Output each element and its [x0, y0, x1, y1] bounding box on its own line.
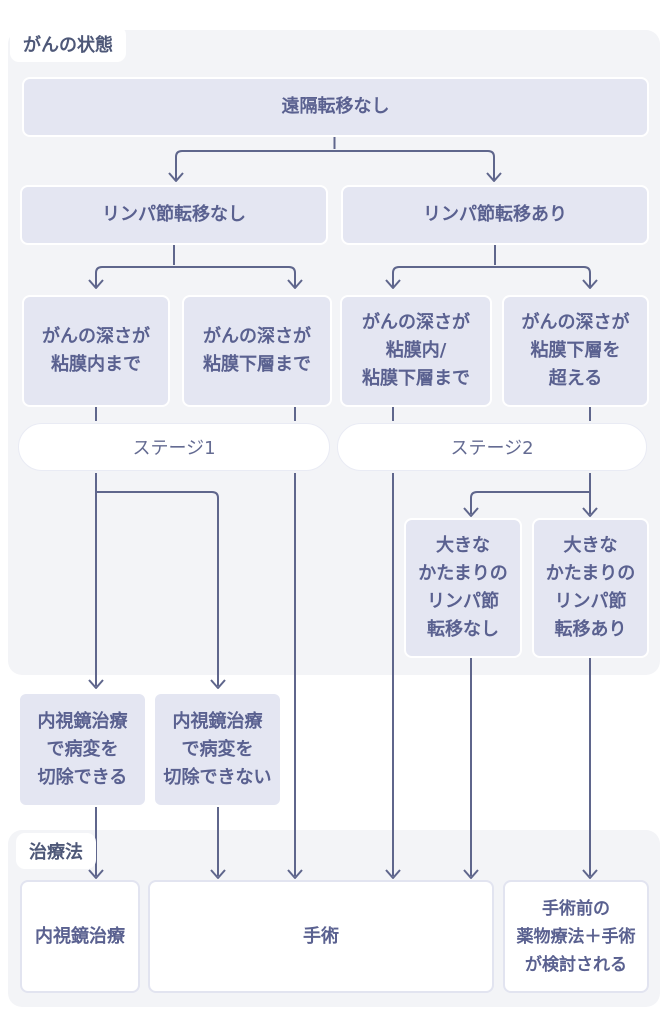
arrowhead: [486, 172, 502, 182]
arrowhead: [88, 679, 104, 689]
arrowhead: [168, 172, 184, 182]
node-depth-beyond-submucosa: がんの深さが 粘膜下層を 超える: [502, 295, 649, 407]
cancer-state-section-label: がんの状態: [10, 26, 126, 62]
arrowhead: [385, 869, 401, 879]
arrowhead: [88, 279, 104, 289]
node-no-lymph-metastasis: リンパ節転移なし: [20, 185, 328, 245]
arrowhead: [88, 869, 104, 879]
stage2-pill: ステージ2: [337, 423, 647, 471]
node-endoscopically-unresectable: 内視鏡治療 で病変を 切除できない: [153, 692, 282, 807]
arrowhead: [582, 279, 598, 289]
arrowhead: [385, 279, 401, 289]
result-surgery: 手術: [148, 880, 494, 993]
arrowhead: [463, 507, 479, 517]
node-endoscopically-resectable: 内視鏡治療 で病変を 切除できる: [18, 692, 147, 807]
arrowhead: [210, 679, 226, 689]
arrowhead: [287, 279, 303, 289]
stage1-pill: ステージ1: [18, 423, 330, 471]
arrowhead: [582, 507, 598, 517]
node-lymph-metastasis: リンパ節転移あり: [341, 185, 649, 245]
arrowhead: [463, 869, 479, 879]
node-no-distant-metastasis: 遠隔転移なし: [22, 77, 649, 137]
node-depth-within-mucosa: がんの深さが 粘膜内まで: [22, 295, 170, 407]
result-preoperative-chemo-plus-surgery: 手術前の 薬物療法＋手術 が検討される: [503, 880, 649, 993]
node-bulky-lymph-metastasis: 大きな かたまりの リンパ節 転移あり: [532, 518, 649, 658]
arrowhead: [210, 869, 226, 879]
arrowhead: [287, 869, 303, 879]
connector-stage1-branch: [96, 491, 219, 686]
treatment-section-label: 治療法: [16, 833, 96, 869]
node-no-bulky-lymph-metastasis: 大きな かたまりの リンパ節 転移なし: [404, 518, 522, 658]
connector-distant-split: [175, 150, 495, 181]
result-endoscopic-treatment: 内視鏡治療: [20, 880, 140, 993]
node-depth-to-submucosa: がんの深さが 粘膜下層まで: [182, 295, 332, 407]
node-depth-mucosa-or-submucosa: がんの深さが 粘膜内/ 粘膜下層まで: [340, 295, 492, 407]
arrowhead: [582, 869, 598, 879]
connector-stage2-branch: [470, 491, 590, 514]
connector-lymph-yes-split: [392, 266, 591, 288]
connector-lymph-no-split: [95, 266, 296, 288]
